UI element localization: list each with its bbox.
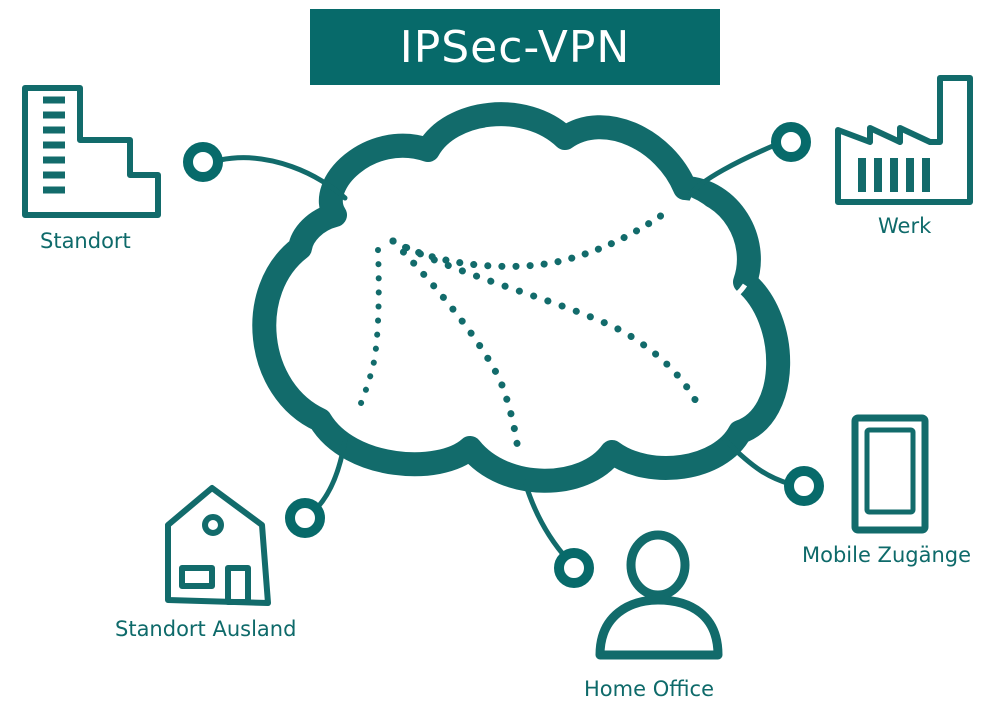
node-label-standort: Standort — [40, 229, 131, 253]
connector-werk — [687, 142, 778, 198]
factory-icon — [835, 75, 973, 205]
node-label-standort-ausland: Standort Ausland — [115, 617, 297, 641]
tunnel-lines — [354, 209, 702, 462]
tunnel-line-home — [389, 237, 523, 462]
office-building-icon — [22, 85, 161, 218]
tunnel-line-ausland — [354, 247, 382, 417]
title-banner: IPSec-VPN — [310, 9, 720, 85]
connector-standort — [217, 155, 348, 201]
connector-mobile — [722, 437, 793, 487]
node-label-werk: Werk — [878, 214, 932, 238]
endpoint-mobile — [784, 466, 824, 506]
node-label-mobile: Mobile Zugänge — [802, 543, 972, 567]
node-label-home-office: Home Office — [584, 677, 714, 701]
mobile-device-icon — [851, 414, 929, 534]
tunnel-line-werk — [389, 209, 669, 270]
endpoint-ausland — [285, 498, 325, 538]
endpoint-home — [554, 548, 594, 588]
diagram-title: IPSec-VPN — [399, 21, 631, 73]
connector-home — [522, 479, 571, 563]
tunnel-line-mobile — [389, 237, 702, 409]
person-icon — [595, 530, 723, 660]
endpoint-rings — [183, 122, 824, 588]
cloud-icon — [252, 102, 791, 493]
endpoint-werk — [771, 122, 811, 162]
endpoint-standort — [183, 142, 223, 182]
house-icon — [165, 485, 271, 606]
connector-ausland — [312, 437, 348, 513]
